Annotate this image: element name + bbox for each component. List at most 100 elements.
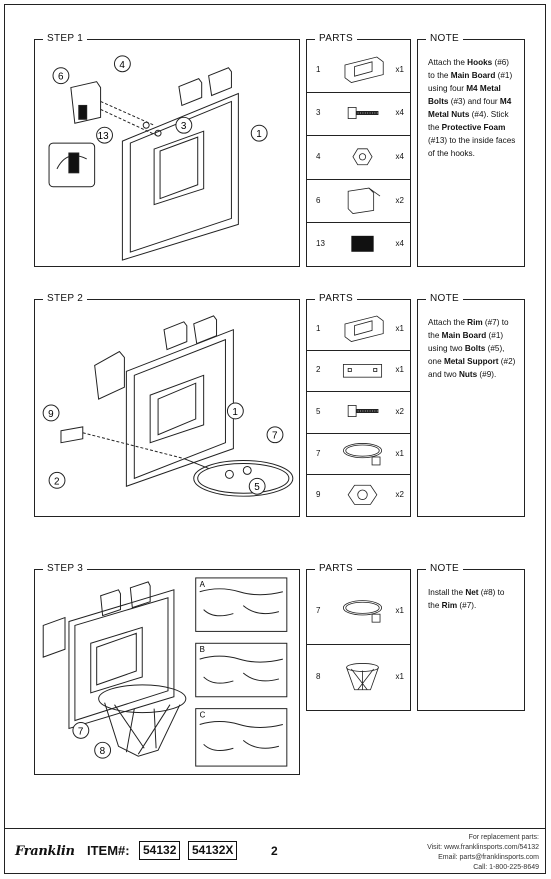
inset-label-c: C	[200, 711, 206, 720]
replacement-parts-contact: For replacement parts: Visit: www.frankl…	[427, 833, 539, 873]
note-keyword: Bolts	[464, 344, 486, 353]
contact-website[interactable]: Visit: www.franklinsports.com/54132	[427, 844, 539, 851]
page-number: 2	[271, 844, 278, 858]
inset-label-b: B	[200, 645, 205, 654]
step2-note-text: Attach the Rim (#7) to the Main Board (#…	[428, 316, 518, 381]
bolt-part-icon	[337, 96, 388, 132]
part-quantity: x4	[395, 239, 404, 249]
note-keyword: Main Board	[450, 71, 496, 80]
step2-parts-title: PARTS	[315, 292, 357, 306]
callout-1-step2: 1	[232, 407, 238, 418]
part-quantity: x1	[395, 672, 404, 681]
note-keyword: Protective Foam	[441, 123, 506, 132]
instruction-page: STEP 1	[4, 4, 546, 874]
note-text-segment: Install the	[428, 588, 466, 597]
inset-label-a: A	[200, 580, 206, 589]
step3-note-title: NOTE	[426, 562, 463, 576]
part-quantity: x2	[395, 406, 404, 416]
part-number: 8	[316, 672, 321, 681]
note-text-segment: (#2) and two	[428, 357, 516, 379]
part-quantity: x1	[395, 606, 404, 615]
step1-diagram-panel: STEP 1	[34, 32, 300, 267]
callout-7-step3: 7	[78, 726, 84, 737]
part-quantity: x4	[395, 108, 404, 118]
step3-title: STEP 3	[43, 562, 88, 576]
part-number: 1	[316, 323, 321, 333]
step2-note-title: NOTE	[426, 292, 463, 306]
step3-note-text: Install the Net (#8) to the Rim (#7).	[428, 586, 518, 612]
step3-diagram-panel: STEP 3	[34, 562, 300, 775]
step1-note-title: NOTE	[426, 32, 463, 46]
board-part-icon	[337, 312, 388, 346]
step2-note-panel: NOTE Attach the Rim (#7) to the Main Boa…	[417, 292, 525, 517]
part-quantity: x1	[395, 64, 404, 74]
item-label: ITEM#:	[87, 843, 130, 858]
rim-part-icon	[337, 582, 388, 640]
contact-line: For replacement parts:	[468, 834, 539, 841]
callout-8: 8	[100, 746, 106, 757]
note-text-segment: (#7).	[457, 601, 477, 610]
note-text-segment: (#3) and four	[448, 97, 500, 106]
step3-note-panel: NOTE Install the Net (#8) to the Rim (#7…	[417, 562, 525, 711]
note-keyword: Main Board	[441, 331, 487, 340]
part-number: 5	[316, 406, 321, 416]
step1-title: STEP 1	[43, 32, 88, 46]
note-keyword: Rim	[467, 318, 483, 327]
note-text-segment: (#6) to the	[428, 58, 510, 80]
part-row: 13 x4	[307, 222, 410, 266]
note-text-segment: Attach the	[428, 58, 468, 67]
note-text-segment: (#5), one	[428, 344, 505, 366]
step3-assembly-diagram: A B C 7 8	[42, 577, 288, 767]
step2-title: STEP 2	[43, 292, 88, 306]
step2-assembly-diagram: 9 2 1 7 5	[42, 315, 294, 497]
note-keyword: Rim	[441, 601, 458, 610]
part-number: 13	[316, 239, 325, 249]
part-quantity: x2	[395, 490, 404, 500]
bignut-part-icon	[337, 478, 388, 512]
note-keyword: M4 Metal Bolts	[428, 84, 501, 106]
callout-4: 4	[119, 60, 125, 71]
note-text-segment: (#1) using two	[428, 331, 504, 353]
part-number: 1	[316, 64, 321, 74]
callout-13: 13	[98, 131, 110, 142]
part-row: 7 x1	[307, 578, 410, 645]
contact-email[interactable]: Email: parts@franklinsports.com	[438, 854, 539, 861]
note-text-segment: (#4). Stick the	[428, 110, 509, 132]
note-text-segment: (#8) to the	[428, 588, 505, 610]
part-quantity: x2	[395, 195, 404, 205]
step1-assembly-diagram: 6 4 3 13 1	[48, 55, 268, 261]
part-number: 4	[316, 151, 321, 161]
part-number: 7	[316, 606, 321, 615]
item-number-1: 54132	[139, 841, 181, 860]
note-text-segment: (#13) to the inside faces of the hooks.	[428, 136, 516, 158]
callout-6: 6	[58, 72, 64, 83]
callout-7: 7	[272, 431, 278, 442]
note-keyword: Metal Support	[443, 357, 499, 366]
note-keyword: Nuts	[458, 370, 478, 379]
board-part-icon	[337, 52, 388, 88]
note-text-segment: (#1) using four	[428, 71, 513, 93]
part-number: 7	[316, 448, 321, 458]
note-text-segment: Attach the	[428, 318, 468, 327]
part-row: 5 x2	[307, 391, 410, 434]
franklin-logo: Franklin	[15, 844, 75, 859]
note-keyword: Net	[465, 588, 479, 597]
part-number: 2	[316, 365, 321, 375]
contact-phone: Call: 1-800-225-8649	[473, 864, 539, 871]
step3-parts-list: 7 x1 8 x1	[307, 578, 410, 710]
part-row: 1 x1	[307, 48, 410, 93]
part-number: 3	[316, 108, 321, 118]
note-keyword: M4 Metal Nuts	[428, 97, 512, 119]
callout-5: 5	[254, 482, 260, 493]
note-text-segment: (#9).	[477, 370, 497, 379]
net-part-icon	[337, 648, 388, 706]
part-quantity: x1	[395, 323, 404, 333]
